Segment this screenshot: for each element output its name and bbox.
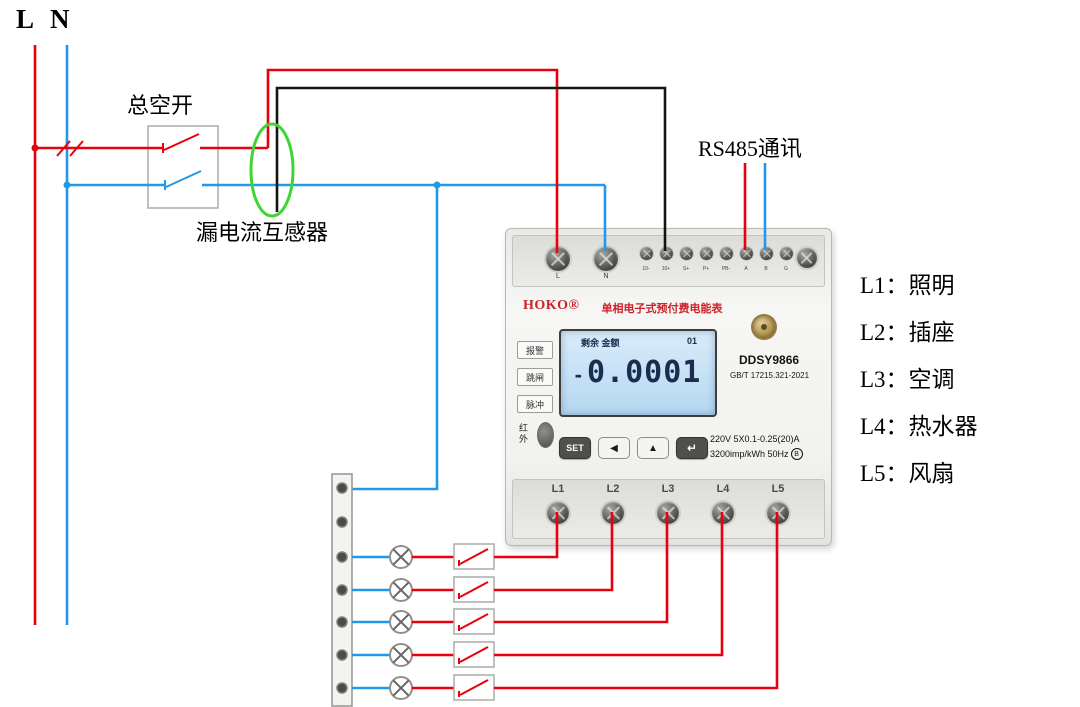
- aux-terminal-screw: [720, 247, 733, 260]
- circuit-legend: L1：照明 L2：插座 L3：空调 L4：热水器 L5：风扇: [860, 266, 978, 501]
- aux-terminal-screw: [660, 247, 673, 260]
- pulse-indicator: 脉冲: [517, 395, 553, 413]
- lcd-minus-sign: -: [574, 362, 582, 387]
- aux-terminal-screw-rs485-b: [760, 247, 773, 260]
- branch-breaker-icon: [453, 674, 495, 701]
- main-breaker-symbol: [35, 125, 605, 209]
- terminal-label-L5: L5: [771, 483, 785, 495]
- neutral-terminal-bar: [331, 473, 353, 707]
- cover-screw: [797, 248, 817, 268]
- legend-item-l4: L4：热水器: [860, 414, 978, 439]
- terminal-screw-L5: [767, 502, 789, 524]
- branch-breaker-icon: [453, 641, 495, 668]
- lamp-icon: [389, 578, 413, 602]
- aux-terminal-screw: [700, 247, 713, 260]
- aux-terminal-screw: [640, 247, 653, 260]
- supply-l-label: L: [16, 4, 35, 34]
- terminal-label-L1: L1: [551, 483, 565, 495]
- junction-dot: [63, 181, 71, 189]
- legend-item-l1: L1：照明: [860, 273, 955, 298]
- neutral-branch-to-bar: [352, 185, 439, 491]
- lcd-mode-label: 剩余 金额: [581, 338, 620, 348]
- legend-item-l2: L2：插座: [860, 320, 955, 345]
- standard-number: GB/T 17215.321-2021: [730, 371, 810, 380]
- wire-crossing-marks: [56, 140, 84, 157]
- rs485-label: RS485通讯: [698, 136, 802, 161]
- pulse-constant-text: 3200imp/kWh 50Hz B: [710, 448, 803, 460]
- aux-terminal-screw-rs485-a: [740, 247, 753, 260]
- lamp-icon: [389, 610, 413, 634]
- terminal-screw-L: [546, 247, 570, 271]
- terminal-label-L3: L3: [661, 483, 675, 495]
- terminal-screw-L4: [712, 502, 734, 524]
- enter-button: ↵: [676, 437, 708, 459]
- energy-meter: L N 10- 10+ S+ P+ PB- A B G HOKO® 单相电子式预…: [505, 228, 832, 546]
- alarm-indicator: 报警: [517, 341, 553, 359]
- terminal-label-L4: L4: [716, 483, 730, 495]
- meter-title: 单相电子式预付费电能表: [601, 303, 723, 315]
- lcd-value: 0.0001: [586, 355, 702, 390]
- up-arrow-button: ▲: [637, 437, 669, 459]
- infrared-label: 红外: [519, 423, 529, 444]
- aux-terminal-label: B: [764, 266, 768, 272]
- terminal-label-L: L: [556, 273, 560, 280]
- terminal-screw-L3: [657, 502, 679, 524]
- set-button: SET: [559, 437, 591, 459]
- terminal-label-L2: L2: [606, 483, 620, 495]
- terminal-label-N: N: [603, 273, 609, 280]
- leakage-ct-label: 漏电流互感器: [196, 220, 329, 245]
- aux-terminal-label: PB-: [721, 266, 731, 272]
- main-breaker-label: 总空开: [127, 93, 194, 118]
- brand-logo: HOKO®: [523, 298, 580, 313]
- aux-terminal-label: G: [784, 266, 788, 272]
- lcd-display: 剩余 金额 01 - 0.0001: [559, 329, 717, 417]
- aux-terminal-label: 10+: [661, 266, 671, 272]
- aux-terminal-label: S+: [682, 266, 690, 272]
- junction-dot: [433, 181, 441, 189]
- lcd-index: 01: [686, 336, 697, 346]
- infrared-window-icon: [537, 422, 554, 448]
- left-arrow-button: ◀: [598, 437, 630, 459]
- branch-breaker-icon: [453, 543, 495, 570]
- ct-signal-black-wire: [275, 86, 667, 251]
- model-number: DDSY9866: [739, 353, 800, 367]
- supply-n-label: N: [50, 4, 70, 34]
- junction-dot: [31, 144, 39, 152]
- branch-breaker-icon: [453, 608, 495, 635]
- aux-terminal-label: P+: [702, 266, 710, 272]
- aux-terminal-screw: [780, 247, 793, 260]
- legend-item-l5: L5：风扇: [860, 461, 955, 486]
- lamp-icon: [389, 545, 413, 569]
- aux-terminal-label: 10-: [642, 266, 650, 272]
- terminal-screw-L2: [602, 502, 624, 524]
- antenna-connector: [753, 316, 775, 338]
- aux-terminal-label: A: [744, 266, 748, 272]
- terminal-screw-L1: [547, 502, 569, 524]
- aux-terminal-screw: [680, 247, 693, 260]
- class-b-badge: B: [790, 448, 803, 460]
- lamp-icon: [389, 676, 413, 700]
- rating-text: 220V 5X0.1-0.25(20)A: [710, 434, 800, 444]
- leakage-ct-ring-icon: [249, 122, 295, 218]
- terminal-screw-N: [594, 247, 618, 271]
- lamp-icon: [389, 643, 413, 667]
- branch-breaker-icon: [453, 576, 495, 603]
- trip-indicator: 跳闸: [517, 368, 553, 386]
- legend-item-l3: L3：空调: [860, 367, 955, 392]
